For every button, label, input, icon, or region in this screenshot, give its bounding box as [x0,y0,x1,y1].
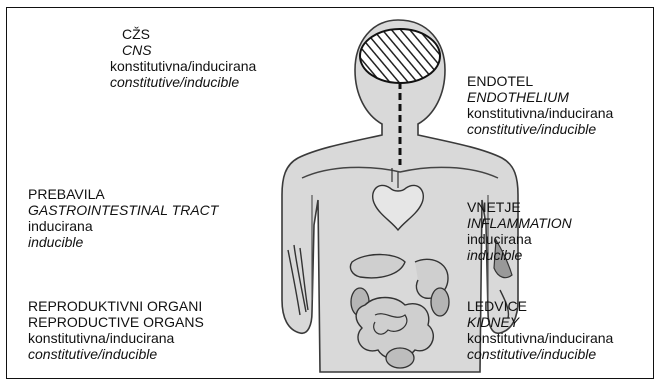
reproductive-type-sl: konstitutivna/inducirana [28,330,204,346]
kidney-type-sl: konstitutivna/inducirana [467,330,613,346]
inflammation-title-en: INFLAMMATION [467,215,572,231]
cns-title: CŽS [122,26,256,42]
endothelium-type-en: constitutive/inducible [467,121,613,137]
label-inflammation: VNETJE INFLAMMATION inducirana inducible [467,199,572,263]
label-gi: PREBAVILA GASTROINTESTINAL TRACT inducir… [28,186,218,250]
kidney-title: LEDVICE [467,298,613,314]
label-kidney: LEDVICE KIDNEY konstitutivna/inducirana … [467,298,613,362]
gi-type-en: inducible [28,234,218,250]
brain-hatched [360,29,440,83]
endothelium-title-en: ENDOTHELIUM [467,89,613,105]
endothelium-title: ENDOTEL [467,73,613,89]
cns-title-en: CNS [122,42,256,58]
inflammation-type-en: inducible [467,247,572,263]
label-reproductive: REPRODUKTIVNI ORGANI REPRODUCTIVE ORGANS… [28,298,204,362]
inflammation-title: VNETJE [467,199,572,215]
cns-type-sl: konstitutivna/inducirana [110,58,256,74]
kidney-right [431,288,449,316]
inflammation-type-sl: inducirana [467,231,572,247]
cns-type-en: constitutive/inducible [110,74,256,90]
label-cns: CŽS CNS konstitutivna/inducirana constit… [122,26,256,90]
gi-title-en: GASTROINTESTINAL TRACT [28,202,218,218]
kidney-type-en: constitutive/inducible [467,346,613,362]
reproductive-title-en: REPRODUCTIVE ORGANS [28,314,204,330]
label-endothelium: ENDOTEL ENDOTHELIUM konstitutivna/induci… [467,73,613,137]
reproductive-type-en: constitutive/inducible [28,346,204,362]
reproductive-title: REPRODUKTIVNI ORGANI [28,298,204,314]
reproductive-organ [386,348,414,368]
gi-title: PREBAVILA [28,186,218,202]
kidney-title-en: KIDNEY [467,314,613,330]
gi-type-sl: inducirana [28,218,218,234]
endothelium-type-sl: konstitutivna/inducirana [467,105,613,121]
